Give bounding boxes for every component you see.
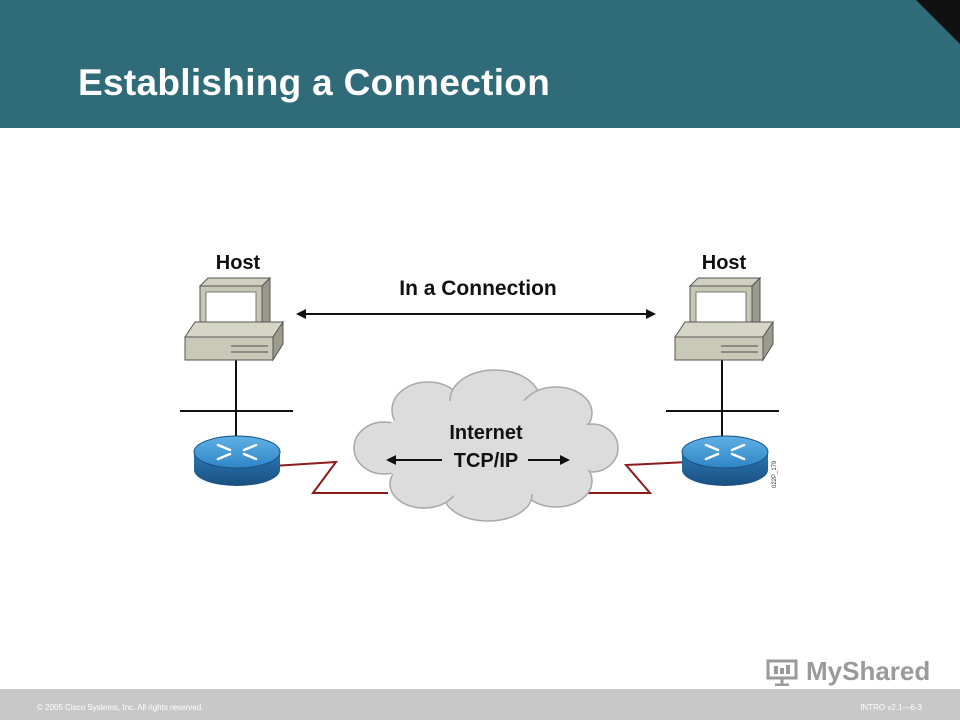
right-host-label: Host <box>702 252 747 274</box>
router-icon-left <box>193 435 281 486</box>
router-icon-right <box>681 435 769 486</box>
copyright-text: © 2005 Cisco Systems, Inc. All rights re… <box>37 703 204 712</box>
title-bar <box>0 0 960 128</box>
presentation-board-icon <box>766 659 798 686</box>
corner-decoration <box>916 0 960 44</box>
left-host-label: Host <box>216 252 261 274</box>
internet-cloud <box>353 369 619 522</box>
serial-link-left <box>272 460 388 494</box>
myshared-logo[interactable]: MyShared <box>766 656 930 688</box>
computer-icon-right <box>666 276 779 436</box>
slide-number: INTRO v2.1—6-3 <box>860 703 922 712</box>
footer-bar <box>0 689 960 720</box>
slide-title: Establishing a Connection <box>78 62 551 103</box>
serial-link-right <box>572 461 689 494</box>
computer-icon-left <box>180 276 293 436</box>
cloud-label-tcpip: TCP/IP <box>454 450 518 472</box>
figure-code: 022P_179 <box>772 460 778 488</box>
logo-text: MyShared <box>806 656 931 686</box>
cloud-label-internet: Internet <box>449 422 523 444</box>
connection-label: In a Connection <box>399 277 557 300</box>
